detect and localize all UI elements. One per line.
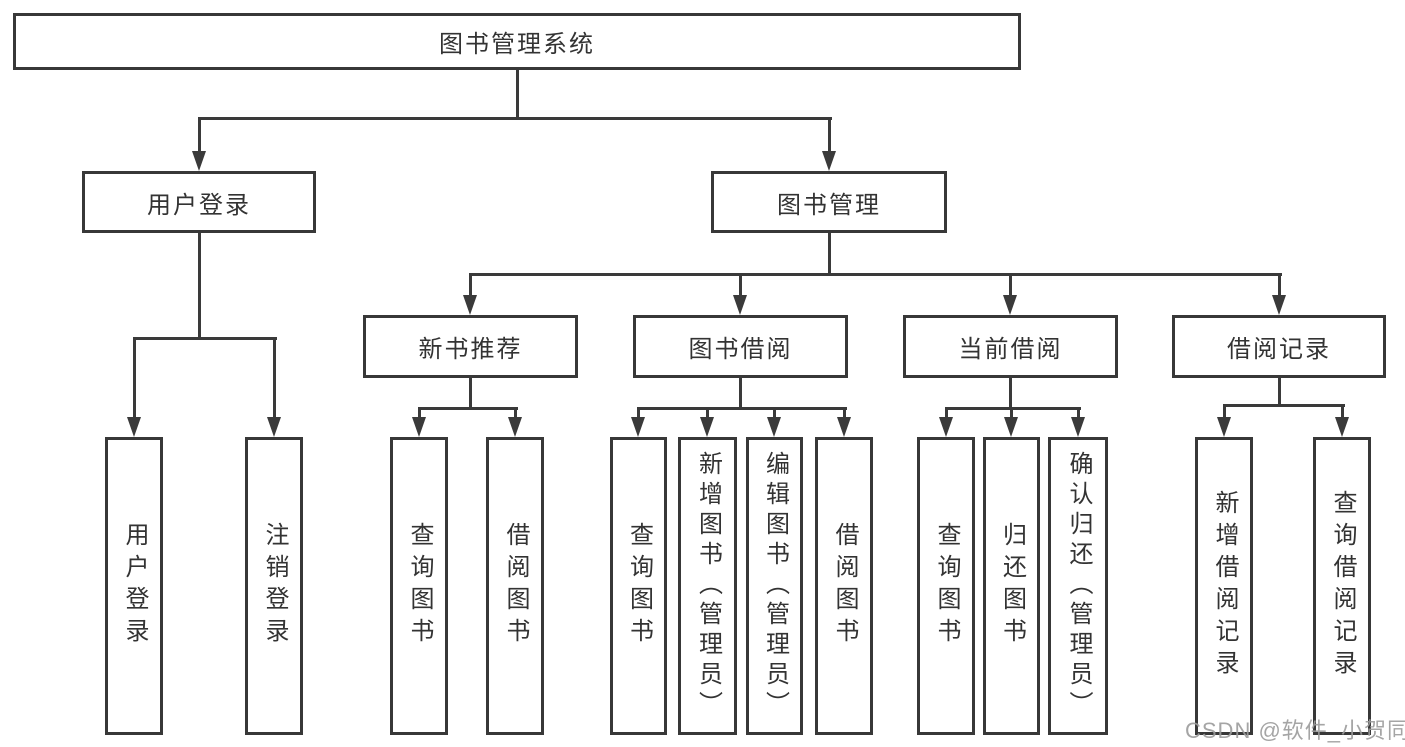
edge-line	[132, 337, 136, 419]
node-label: 查询图书	[625, 522, 653, 650]
node-library-management-system: 图书管理系统	[13, 13, 1021, 70]
leaf-search-books-borrowing: 查询图书	[610, 437, 667, 735]
edge-line	[417, 407, 518, 410]
edge-line	[1008, 273, 1012, 297]
arrowhead-down-icon	[1335, 417, 1349, 437]
arrowhead-down-icon	[267, 417, 281, 437]
leaf-add-book-admin: 新增图书（管理员）	[678, 437, 737, 735]
arrowhead-down-icon	[1217, 417, 1231, 437]
node-current-borrowing: 当前借阅	[903, 315, 1118, 378]
node-label: 当前借阅	[958, 336, 1063, 363]
node-label: 借阅图书	[831, 522, 858, 650]
edge-line	[636, 407, 640, 419]
node-book-management: 图书管理	[711, 171, 947, 233]
arrowhead-down-icon	[700, 417, 714, 437]
node-label: 图书管理系统	[439, 31, 595, 58]
node-label: 新增图书（管理员）	[694, 451, 722, 721]
arrowhead-down-icon	[767, 417, 781, 437]
node-label: 编辑图书（管理员）	[761, 451, 789, 721]
node-label: 注销登录	[261, 522, 288, 650]
edge-line	[1222, 404, 1226, 419]
edge-line	[827, 233, 831, 273]
edge-line	[468, 273, 1282, 276]
leaf-user-login: 用户登录	[105, 437, 163, 735]
edge-line	[944, 407, 1081, 410]
arrowhead-down-icon	[1003, 295, 1017, 315]
edge-line	[197, 117, 832, 120]
node-book-borrowing: 图书借阅	[633, 315, 848, 378]
edge-line	[513, 407, 517, 419]
node-label: 查询图书	[406, 522, 433, 650]
arrowhead-down-icon	[631, 417, 645, 437]
leaf-search-books-recommend: 查询图书	[390, 437, 448, 735]
leaf-logout: 注销登录	[245, 437, 303, 735]
node-user-login: 用户登录	[82, 171, 316, 233]
arrowhead-down-icon	[939, 417, 953, 437]
node-borrowing-records: 借阅记录	[1172, 315, 1386, 378]
arrowhead-down-icon	[463, 295, 477, 315]
arrowhead-down-icon	[508, 417, 522, 437]
node-label: 确认归还（管理员）	[1065, 451, 1092, 721]
edge-line	[515, 70, 519, 117]
arrowhead-down-icon	[822, 151, 836, 171]
edge-line	[1340, 404, 1344, 419]
leaf-edit-book-admin: 编辑图书（管理员）	[746, 437, 803, 735]
leaf-borrow-books-recommend: 借阅图书	[486, 437, 544, 735]
leaf-return-books: 归还图书	[983, 437, 1040, 735]
edge-line	[1008, 378, 1012, 407]
leaf-search-borrow-record: 查询借阅记录	[1313, 437, 1371, 735]
edge-line	[772, 407, 776, 419]
edge-line	[197, 233, 201, 337]
leaf-confirm-return-admin: 确认归还（管理员）	[1048, 437, 1108, 735]
node-new-book-recommend: 新书推荐	[363, 315, 578, 378]
edge-line	[827, 117, 831, 153]
edge-line	[636, 407, 847, 410]
node-label: 借阅记录	[1227, 336, 1331, 363]
edge-line	[1277, 273, 1281, 297]
node-label: 用户登录	[147, 191, 251, 219]
edge-line	[705, 407, 709, 419]
leaf-add-borrow-record: 新增借阅记录	[1195, 437, 1253, 735]
edge-line	[417, 407, 421, 419]
node-label: 查询图书	[933, 522, 960, 650]
arrowhead-down-icon	[412, 417, 426, 437]
arrowhead-down-icon	[733, 295, 747, 315]
node-label: 图书借阅	[688, 336, 793, 363]
edge-line	[1277, 378, 1281, 404]
arrowhead-down-icon	[1071, 417, 1085, 437]
edge-line	[1009, 407, 1013, 419]
edge-line	[842, 407, 846, 419]
leaf-search-books-current: 查询图书	[917, 437, 975, 735]
arrowhead-down-icon	[192, 151, 206, 171]
leaf-borrow-books: 借阅图书	[815, 437, 873, 735]
edge-line	[197, 117, 201, 153]
edge-line	[272, 337, 276, 419]
edge-line	[738, 378, 742, 407]
arrowhead-down-icon	[837, 417, 851, 437]
node-label: 新书推荐	[418, 336, 523, 363]
node-label: 查询借阅记录	[1329, 490, 1356, 682]
edge-line	[132, 337, 277, 340]
node-label: 归还图书	[998, 522, 1026, 650]
node-label: 用户登录	[121, 522, 148, 650]
edge-line	[1076, 407, 1080, 419]
arrowhead-down-icon	[1004, 417, 1018, 437]
edge-line	[468, 378, 472, 407]
node-label: 新增借阅记录	[1211, 490, 1238, 682]
edge-line	[944, 407, 948, 419]
edge-line	[738, 273, 742, 297]
arrowhead-down-icon	[127, 417, 141, 437]
arrowhead-down-icon	[1272, 295, 1286, 315]
node-label: 借阅图书	[502, 522, 529, 650]
edge-line	[1222, 404, 1345, 407]
csdn-watermark: CSDN @软件_小贺同学	[1185, 718, 1405, 743]
node-label: 图书管理	[777, 191, 881, 219]
edge-line	[468, 273, 472, 297]
